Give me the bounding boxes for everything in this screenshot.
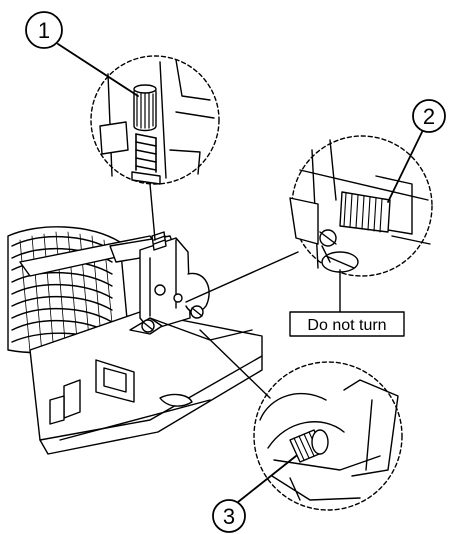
- callout-leader-2: [387, 129, 424, 203]
- callout-3: 3: [212, 499, 246, 533]
- callout-leader-3: [237, 455, 297, 503]
- bottom-adjust-screw: [289, 429, 329, 463]
- callout-2: 2: [412, 99, 446, 133]
- adjusting-screw: [339, 191, 391, 233]
- do-not-turn-text: Do not turn: [307, 317, 386, 334]
- center-bracket: [129, 231, 253, 341]
- callout-1-number: 1: [38, 18, 50, 43]
- base-plate: [29, 311, 263, 455]
- leader-line-1: [149, 183, 156, 241]
- callout-3-number: 3: [223, 504, 235, 529]
- detail-view-1: [90, 55, 220, 185]
- do-not-turn-label: Do not turn: [289, 311, 405, 337]
- spring-adjust-knob: [133, 84, 157, 132]
- locked-thumb-screw: [319, 229, 359, 313]
- callout-1: 1: [25, 11, 63, 49]
- main-assembly: [7, 226, 263, 455]
- callout-2-number: 2: [423, 104, 435, 129]
- leader-line-3: [199, 329, 271, 399]
- callout-leader-1: [57, 43, 139, 97]
- leader-line-2: [185, 251, 299, 303]
- compression-spring: [135, 133, 157, 173]
- detail-view-2: [289, 135, 433, 313]
- detail-view-3: [253, 361, 403, 511]
